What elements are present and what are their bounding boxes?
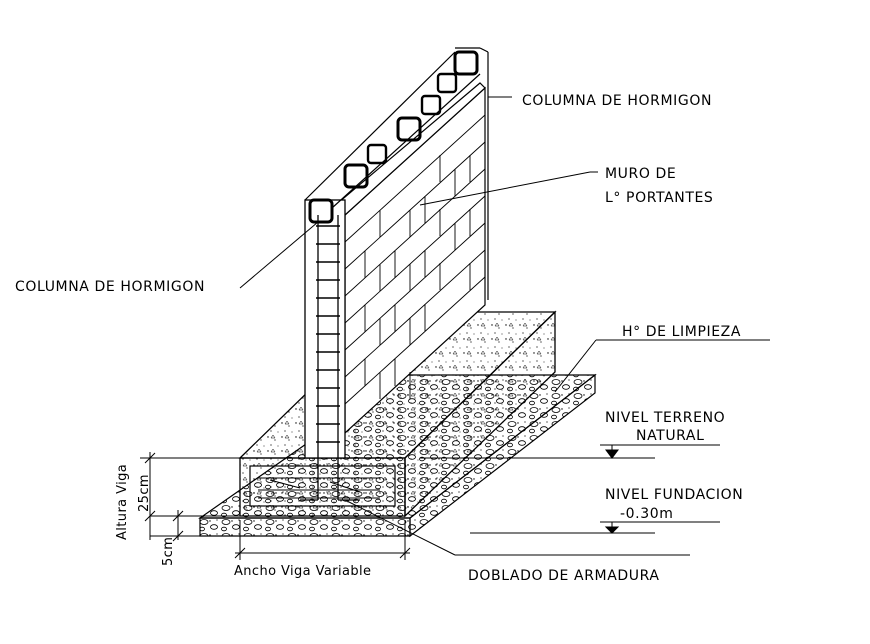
beam-rebars [249, 465, 396, 507]
dimension-lines [140, 452, 411, 560]
dim-ancho-viga: Ancho Viga Variable [234, 564, 371, 579]
label-columna-left: COLUMNA DE HORMIGON [15, 279, 205, 295]
dim-espesor-value: 5cm [161, 537, 176, 566]
dim-altura-value: 25cm [137, 474, 152, 512]
dim-altura-viga: Altura Viga [115, 464, 130, 540]
label-fundacion-line1: NIVEL FUNDACION [605, 487, 743, 503]
column-stirrups [316, 225, 340, 443]
label-doblado: DOBLADO DE ARMADURA [468, 568, 660, 584]
brick-courses [344, 114, 486, 405]
label-muro-line1: MURO DE [605, 166, 676, 182]
top-column-outline [304, 47, 489, 300]
leader-lines [239, 96, 770, 556]
label-muro-line2: L° PORTANTES [605, 190, 713, 206]
label-terreno-line1: NIVEL TERRENO [605, 410, 725, 426]
label-fundacion-line2: -0.30m [620, 506, 673, 522]
label-limpieza: H° DE LIMPIEZA [622, 324, 741, 340]
label-columna-top: COLUMNA DE HORMIGON [522, 93, 712, 109]
label-terreno-line2: NATURAL [636, 428, 705, 444]
level-markers [420, 444, 720, 534]
